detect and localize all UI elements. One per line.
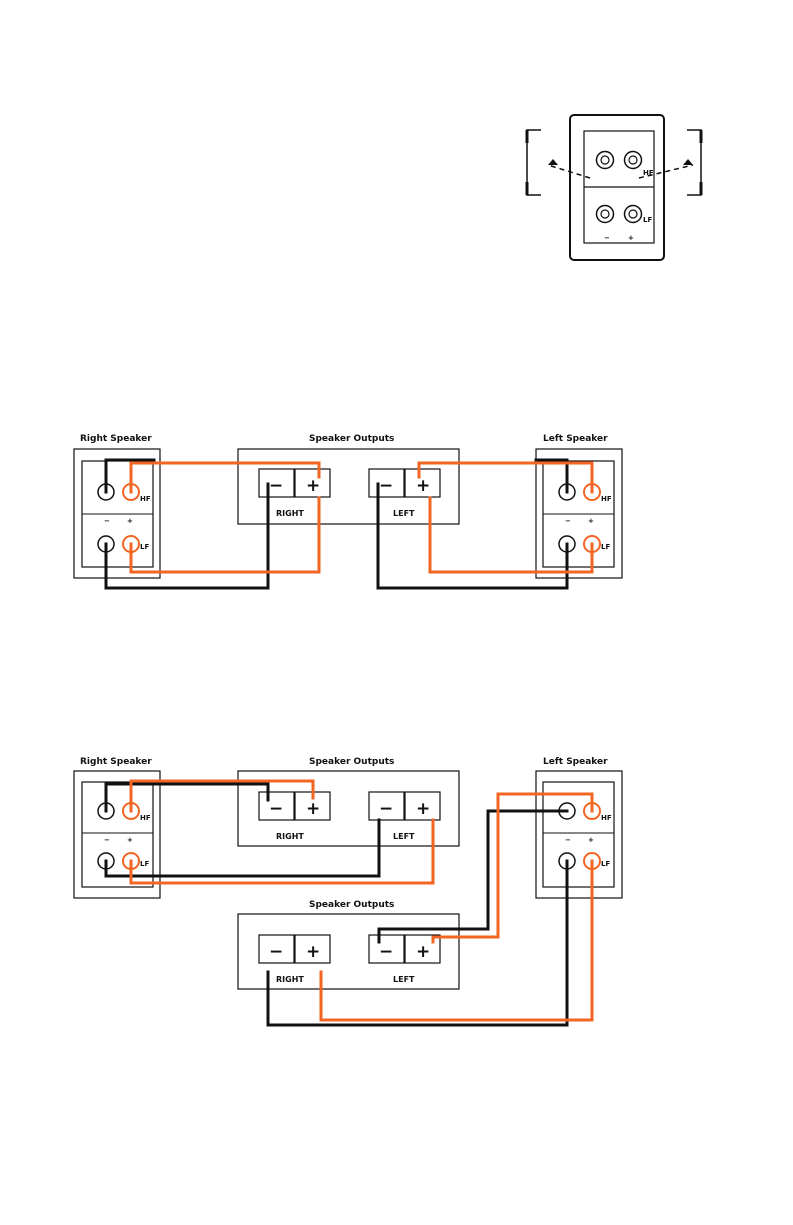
d2-top-left-minus: − bbox=[379, 799, 393, 819]
d1-right-plus: + bbox=[306, 476, 320, 496]
d2-top-left-out-label: LEFT bbox=[393, 832, 415, 841]
minus-label: − bbox=[604, 234, 610, 242]
d1-left-speaker-title: Left Speaker bbox=[543, 434, 608, 444]
diagram-2: Right Speaker Speaker Outputs Left Speak… bbox=[74, 757, 622, 1025]
right-arrow-head bbox=[683, 159, 693, 165]
d2-r-plus-label: + bbox=[127, 836, 133, 844]
lf-minus-terminal-inner bbox=[601, 210, 609, 218]
d2-l-plus-label: + bbox=[588, 836, 594, 844]
d2-r-minus-label: − bbox=[104, 836, 110, 844]
d1-right-speaker-title: Right Speaker bbox=[80, 434, 152, 444]
d2-l-minus-label: − bbox=[565, 836, 571, 844]
diagram-1: Right Speaker Speaker Outputs Left Speak… bbox=[74, 434, 622, 588]
d2-right-speaker-inner bbox=[82, 782, 153, 887]
d1-r-plus-label: + bbox=[127, 517, 133, 525]
d2-bottom-right-out-label: RIGHT bbox=[276, 975, 304, 984]
d1-l-lf-label: LF bbox=[601, 543, 610, 551]
d1-l-hf-label: HF bbox=[601, 495, 612, 503]
lf-label: LF bbox=[643, 216, 652, 224]
d1-l-minus-label: − bbox=[565, 517, 571, 525]
d2-l-hf-label: HF bbox=[601, 814, 612, 822]
d2-top-right-out-label: RIGHT bbox=[276, 832, 304, 841]
d2-left-speaker-title: Left Speaker bbox=[543, 757, 608, 767]
top-panel: HF LF − + bbox=[527, 115, 701, 260]
d1-speaker-outputs-title: Speaker Outputs bbox=[309, 434, 394, 444]
d2-top-left-plus: + bbox=[416, 799, 430, 819]
d1-right-minus: − bbox=[269, 476, 283, 496]
lf-plus-terminal-inner bbox=[629, 210, 637, 218]
d1-left-minus: − bbox=[379, 476, 393, 496]
d2-bottom-right-minus: − bbox=[269, 942, 283, 962]
d2-bottom-left-out-label: LEFT bbox=[393, 975, 415, 984]
left-bracket bbox=[527, 130, 541, 195]
d1-r-minus-label: − bbox=[104, 517, 110, 525]
d1-left-plus: + bbox=[416, 476, 430, 496]
d2-left-speaker-inner bbox=[543, 782, 614, 887]
d2-bottom-left-plus: + bbox=[416, 942, 430, 962]
d2-speaker-outputs-title-top: Speaker Outputs bbox=[309, 757, 394, 767]
d2-right-speaker-title: Right Speaker bbox=[80, 757, 152, 767]
d2-l-lf-label: LF bbox=[601, 860, 610, 868]
d1-r-hf-label: HF bbox=[140, 495, 151, 503]
left-arrow-head bbox=[548, 159, 558, 165]
d1-right-out-label: RIGHT bbox=[276, 509, 304, 518]
d1-r-lf-label: LF bbox=[140, 543, 149, 551]
d2-bottom-left-minus: − bbox=[379, 942, 393, 962]
hf-plus-terminal-inner bbox=[629, 156, 637, 164]
d2-r-hf-label: HF bbox=[140, 814, 151, 822]
d2-top-right-minus: − bbox=[269, 799, 283, 819]
plus-label: + bbox=[628, 234, 634, 242]
d1-l-plus-label: + bbox=[588, 517, 594, 525]
d1-left-out-label: LEFT bbox=[393, 509, 415, 518]
d2-top-right-plus: + bbox=[306, 799, 320, 819]
d2-bottom-right-plus: + bbox=[306, 942, 320, 962]
hf-minus-terminal-inner bbox=[601, 156, 609, 164]
d2-speaker-outputs-title-bottom: Speaker Outputs bbox=[309, 900, 394, 910]
d2-r-lf-label: LF bbox=[140, 860, 149, 868]
